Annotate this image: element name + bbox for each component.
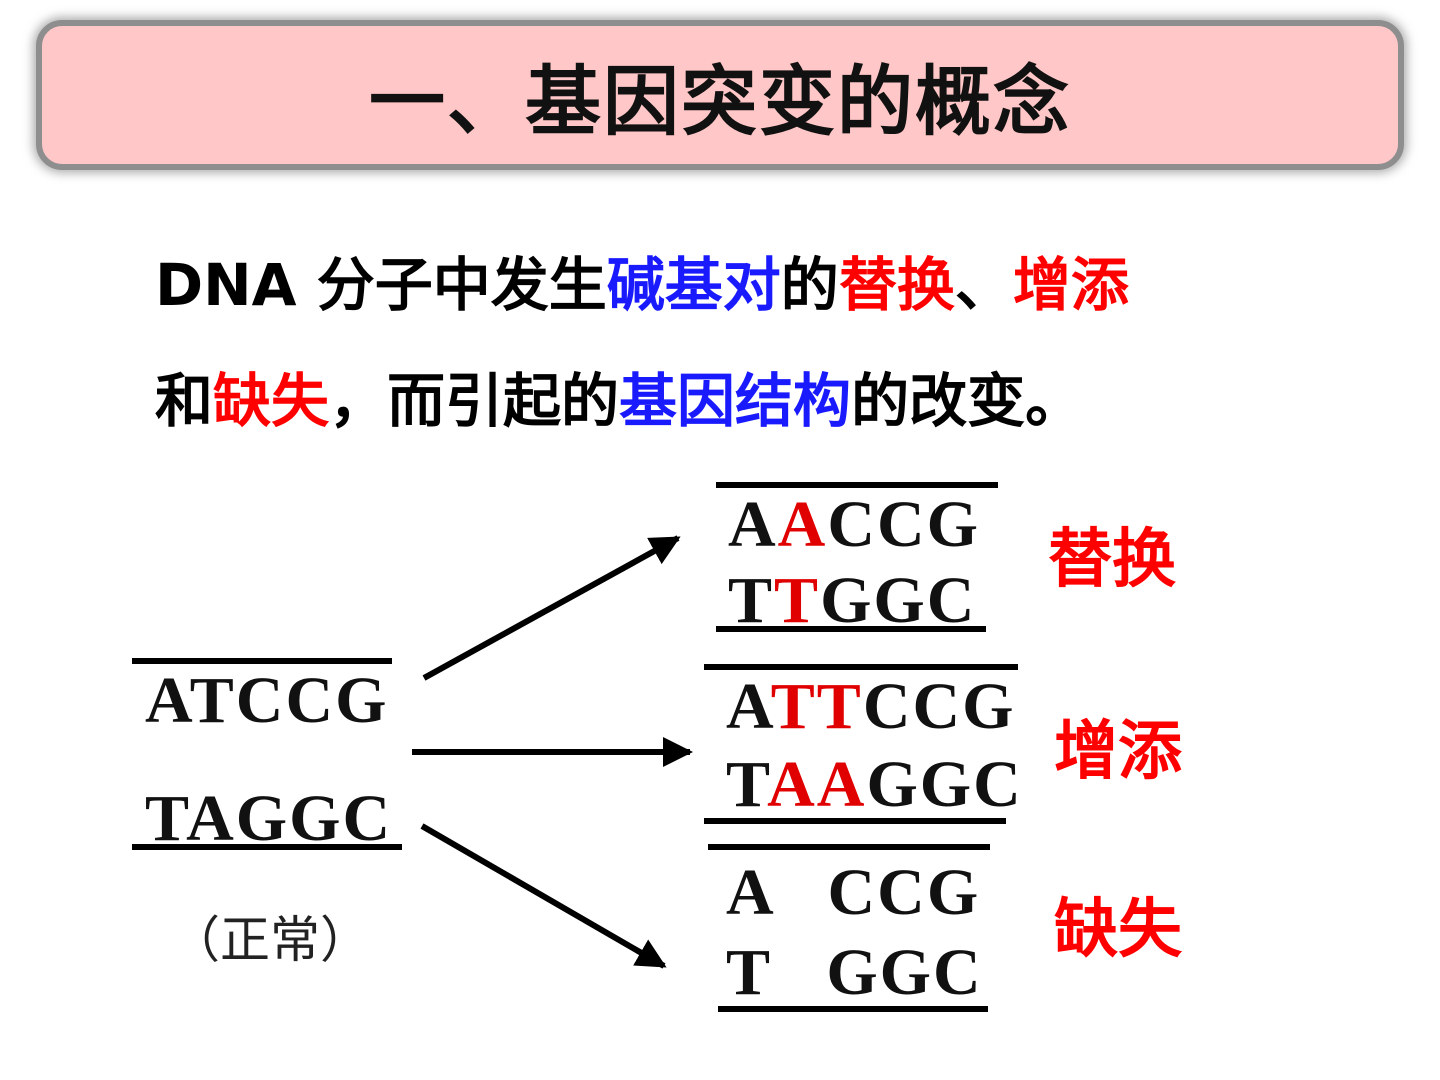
definition-segment: ，而引起的 — [329, 367, 620, 435]
base: CCG — [862, 670, 1016, 743]
definition-segment: 的改变。 — [851, 367, 1084, 435]
definition-segment: 替换 — [838, 251, 955, 319]
definition-segment: 碱基对 — [606, 251, 781, 319]
normal-top-rule — [132, 658, 392, 664]
base: A — [726, 670, 771, 743]
definition-segment: 的 — [780, 251, 839, 319]
insertion-top-strand: ATTCCG — [726, 674, 1015, 740]
insertion-top-rule — [704, 664, 1018, 670]
base: GGC — [866, 748, 1023, 821]
base: CCG — [827, 488, 981, 561]
substitution-label: 替换 — [1048, 523, 1176, 597]
insertion-bottom-rule — [704, 818, 1006, 824]
substitution-top-rule — [716, 482, 998, 488]
normal-bottom-strand: TAGGC — [145, 782, 393, 855]
deletion-bottom-strand: T GGC — [726, 936, 983, 1009]
substitution-top-strand: AACCG — [728, 492, 980, 558]
definition-segment: 增添 — [1012, 251, 1129, 319]
base: A — [777, 488, 828, 561]
definition-line-1: DNA 分子中发生碱基对的替换、增添 — [155, 256, 1129, 314]
normal-top-strand: ATCCG — [145, 664, 389, 737]
normal-label: （正常） — [170, 911, 370, 969]
insertion-bottom-strand: TAAGGC — [726, 752, 1023, 818]
deletion-label: 缺失 — [1054, 893, 1182, 967]
definition-segment: DNA 分子中发生 — [155, 251, 607, 319]
base: T — [726, 748, 768, 821]
title-banner: 一、基因突变的概念 — [36, 20, 1404, 170]
definition-segment: 基因结构 — [619, 367, 852, 435]
definition-segment: 、 — [954, 251, 1013, 319]
insertion-label: 增添 — [1054, 715, 1182, 789]
page-title: 一、基因突变的概念 — [369, 57, 1071, 146]
definition-line-2: 和缺失，而引起的基因结构的改变。 — [155, 372, 1083, 430]
base: TT — [770, 670, 863, 743]
base: T — [728, 564, 775, 637]
definition-segment: 和 — [155, 367, 214, 435]
arrow-to-deletion — [420, 823, 667, 969]
substitution-bottom-rule — [716, 626, 986, 632]
normal-bottom-rule — [132, 844, 402, 850]
base: GGC — [820, 564, 977, 637]
arrow-to-substitution — [422, 535, 681, 681]
deletion-top-rule — [708, 844, 990, 850]
substitution-bottom-strand: TTGGC — [728, 568, 976, 634]
base: AA — [767, 748, 867, 821]
definition-segment: 缺失 — [213, 367, 330, 435]
base: A — [728, 488, 778, 561]
deletion-bottom-rule — [718, 1006, 988, 1012]
base: T — [774, 564, 821, 637]
deletion-top-strand: A CCG — [726, 856, 981, 929]
